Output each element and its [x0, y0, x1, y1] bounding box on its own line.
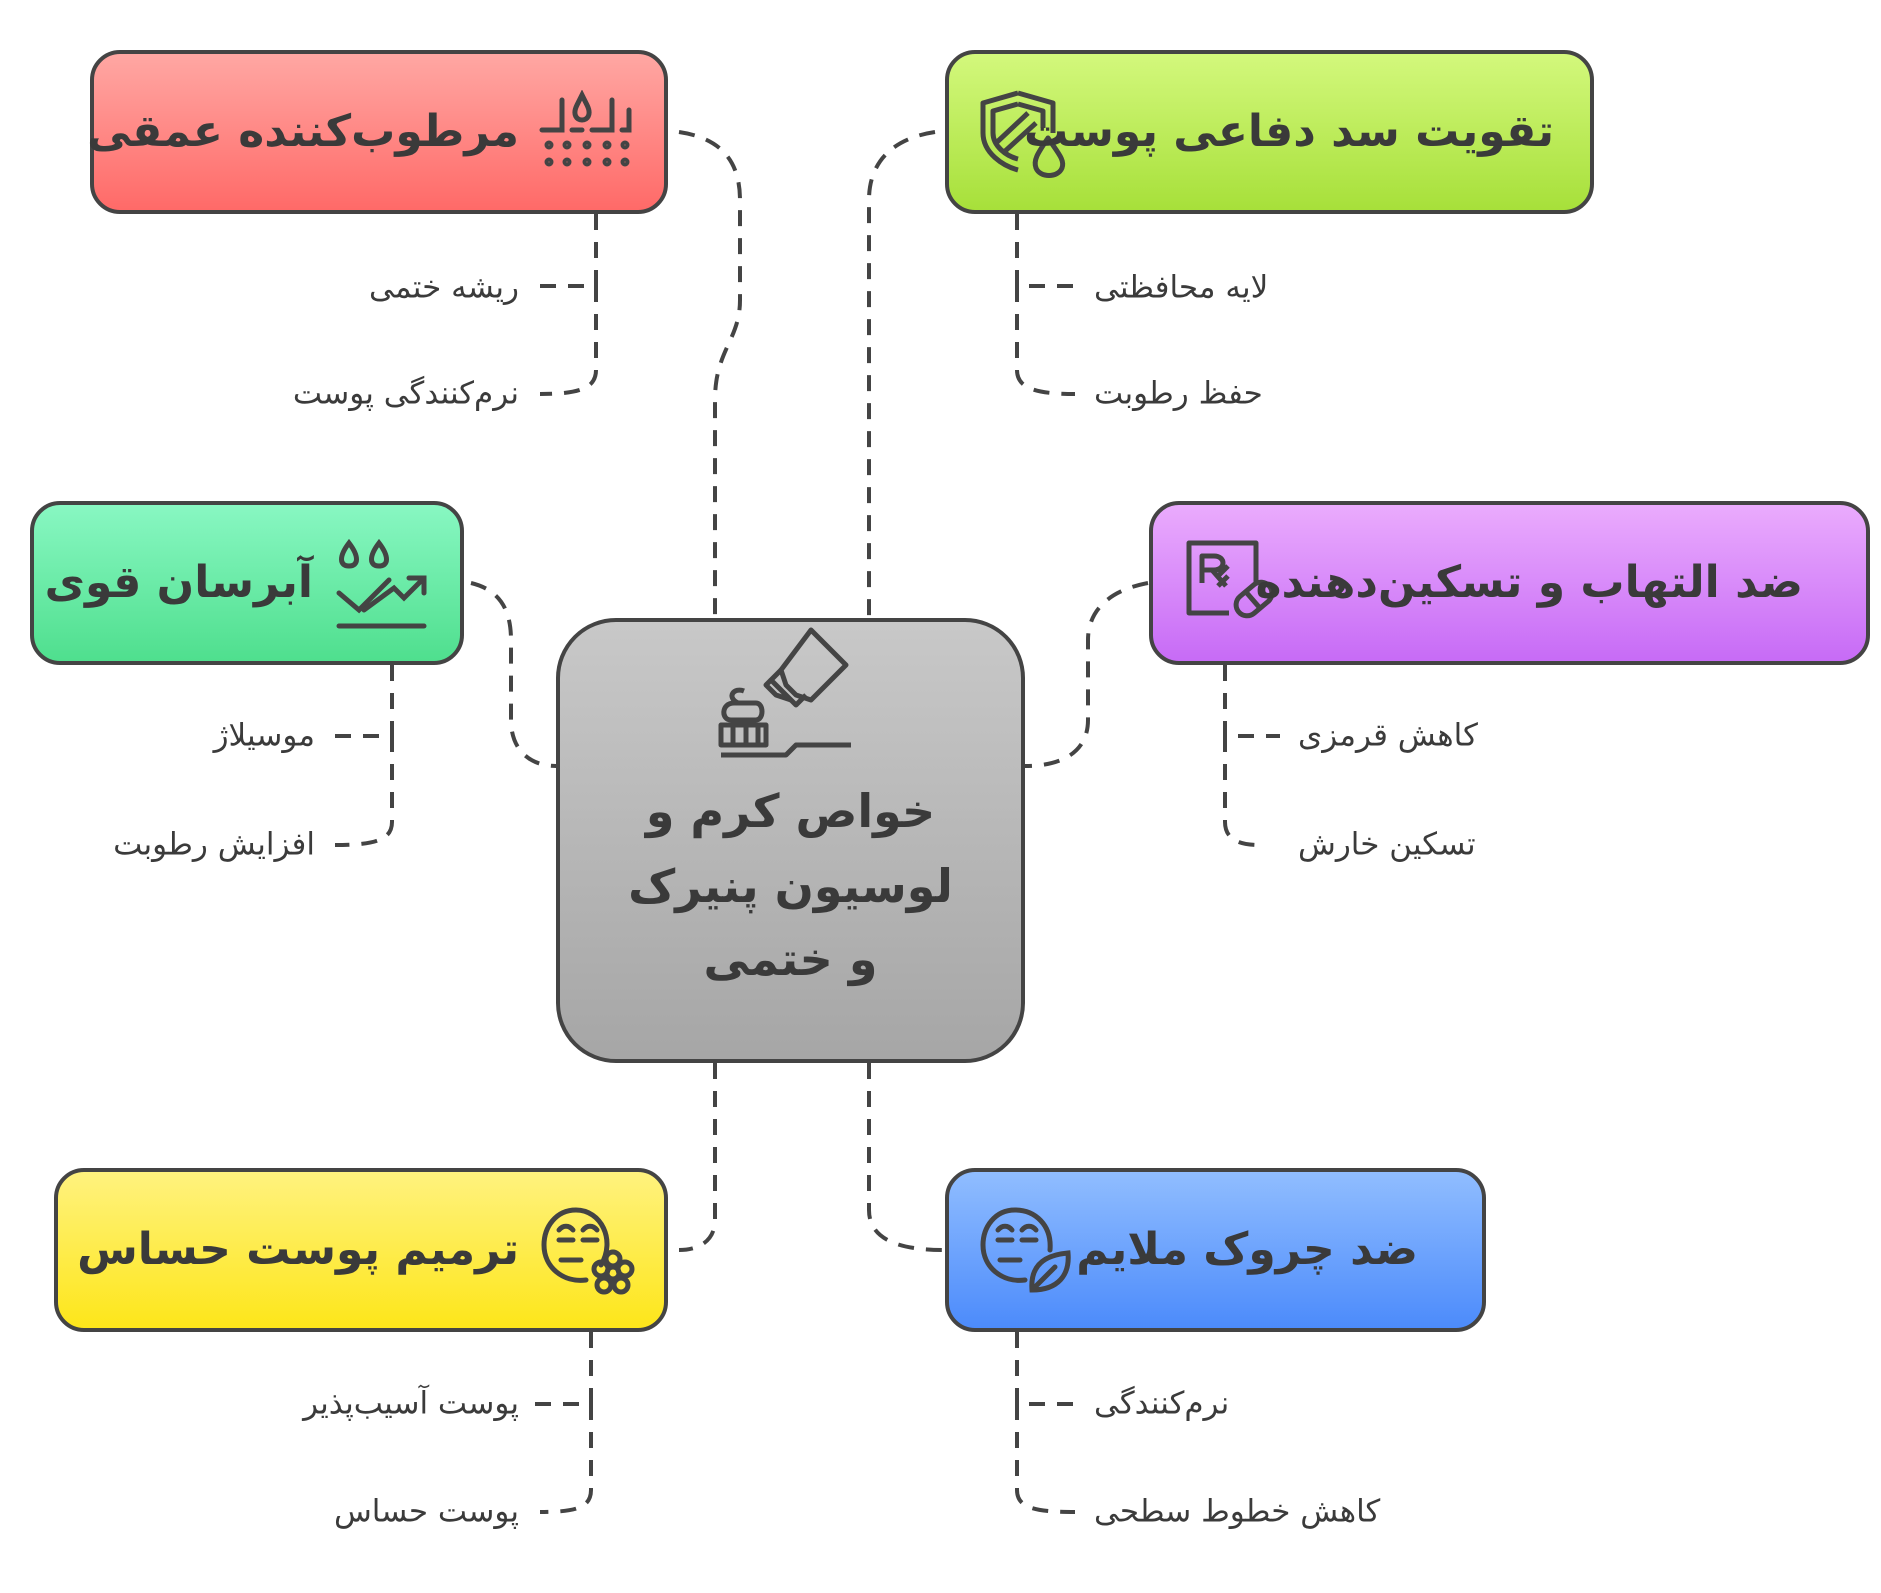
shield-drop-icon	[980, 90, 1066, 178]
node-anti-wrinkle	[945, 1168, 1486, 1332]
node-skin-barrier	[945, 50, 1594, 214]
sub-item: پوست آسیب‌پذیر	[303, 1385, 519, 1422]
prescription-pill-icon	[1186, 540, 1275, 619]
hydration-boost-icon	[336, 538, 427, 629]
connector-sensitive-repair	[678, 1063, 717, 1252]
sub-item: موسیلاژ	[213, 717, 315, 754]
center-title-line-1: خواص کرم و	[645, 784, 936, 838]
center-title-line-3: و ختمی	[703, 932, 878, 986]
center-title-line-2: لوسیون پنیرک	[628, 859, 953, 913]
sub-item: پوست حساس	[333, 1493, 519, 1530]
node-sensitive-repair	[54, 1168, 668, 1332]
sub-item: حفظ رطوبت	[1094, 375, 1263, 412]
sub-item: تسکین خارش	[1298, 826, 1476, 863]
sub-item: لایه محافظتی	[1094, 269, 1269, 306]
node-title: ضد چروک ملایم	[1076, 1224, 1418, 1275]
node-title: مرطوب‌کننده عمقی	[87, 106, 519, 157]
face-flower-icon	[541, 1207, 635, 1295]
sub-item: نرم‌کنندگی پوست	[292, 375, 519, 412]
node-title: آبرسان قوی	[44, 557, 313, 608]
node-title: ترمیم پوست حساس	[77, 1224, 519, 1275]
sub-item: کاهش قرمزی	[1298, 717, 1478, 754]
connector-anti-inflammatory	[1024, 581, 1149, 768]
connector-skin-barrier	[867, 130, 936, 618]
sub-item: کاهش خطوط سطحی	[1094, 1493, 1381, 1530]
cream-tube-toothbrush-icon	[718, 627, 851, 758]
node-anti-inflammatory	[1149, 501, 1870, 665]
sub-item: ریشه ختمی	[368, 269, 519, 306]
face-leaf-icon	[980, 1207, 1071, 1293]
node-title: تقویت سد دفاعی پوست	[1024, 106, 1554, 157]
connector-strong-hydration	[470, 581, 557, 768]
water-absorb-icon	[539, 90, 632, 167]
sub-item: نرم‌کنندگی	[1094, 1385, 1230, 1422]
node-title: ضد التهاب و تسکین‌دهنده	[1255, 557, 1803, 608]
center-node	[556, 618, 1025, 1063]
node-strong-hydration	[30, 501, 464, 665]
connector-deep-moisturizer	[678, 130, 742, 618]
sub-item: افزایش رطوبت	[113, 826, 315, 863]
connector-anti-wrinkle	[867, 1063, 945, 1252]
